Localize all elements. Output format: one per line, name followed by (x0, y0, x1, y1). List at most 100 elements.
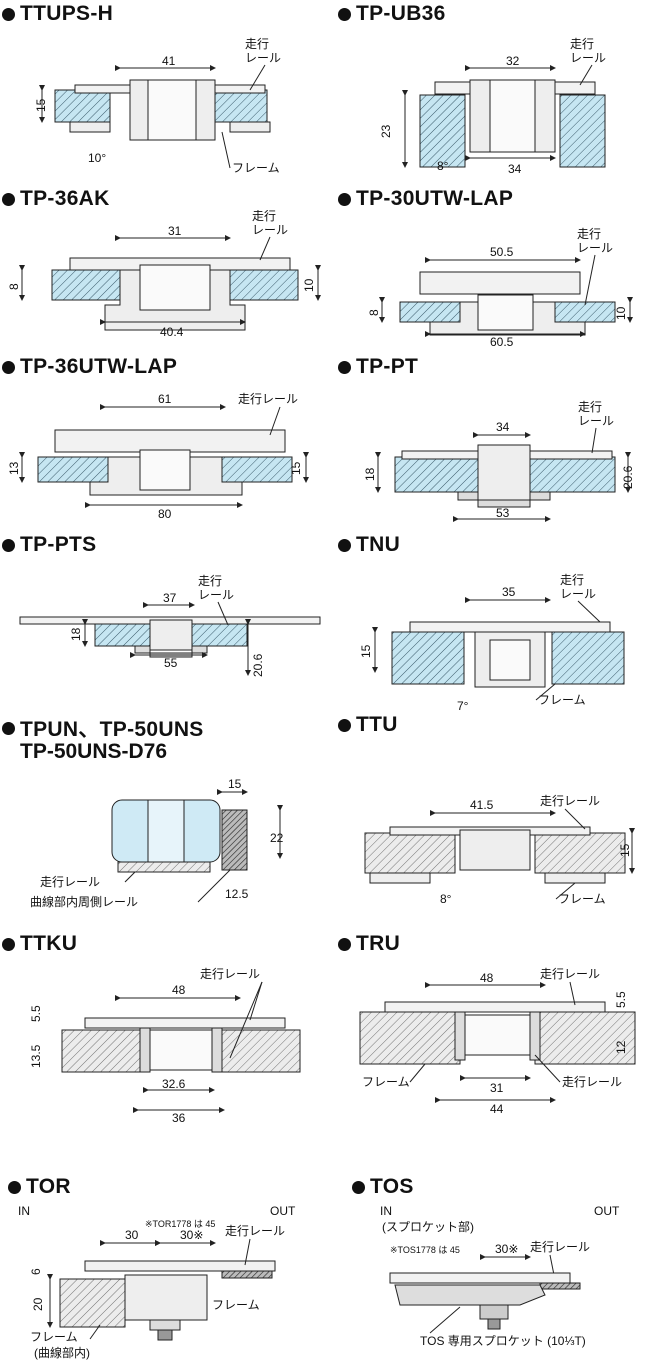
note: ※TOS1778 は 45 (390, 1245, 460, 1255)
dim-a: 30※ (495, 1242, 518, 1256)
dim-top: 32 (506, 54, 520, 68)
label-out: OUT (594, 1204, 620, 1218)
label-rail-top: 走行レール (540, 967, 600, 981)
label-frame: フレーム (362, 1075, 410, 1089)
dim-top: 48 (480, 971, 494, 985)
dim-height: 15 (34, 98, 48, 112)
rail-left (54, 89, 111, 123)
title-text: TP-36UTW-LAP (20, 355, 178, 378)
bullet-icon (338, 7, 351, 21)
label-rail: 走行レール (40, 875, 100, 889)
dim-right: 15 (618, 843, 632, 857)
label-rail: 走行レール (200, 967, 260, 981)
dim-width: 41 (162, 54, 176, 68)
title-text: TP-PTS (20, 533, 97, 556)
title-ttku: TTKU (2, 932, 77, 956)
title-text: TP-UB36 (356, 2, 446, 25)
diagram-tor: IN OUT ※TOR1778 は 45 30 30※ 6 20 走行レール フ… (18, 1204, 296, 1360)
dim-top: 37 (163, 591, 177, 605)
diagram-tos: IN OUT (スプロケット部) ※TOS1778 は 45 30※ 走行レール… (380, 1204, 620, 1348)
label-sprocket-part: (スプロケット部) (382, 1219, 474, 1234)
label-rail-bottom: 走行レール (562, 1075, 622, 1089)
dim-left: 8 (367, 309, 381, 316)
title-text: TTKU (20, 932, 78, 955)
dim-top: 61 (158, 392, 172, 406)
dim-angle: 8° (437, 159, 449, 173)
dim-left: 18 (363, 467, 377, 481)
dim-top: 34 (496, 420, 510, 434)
label-rail: 走行 (245, 37, 269, 51)
dim-left: 8 (7, 283, 21, 290)
label-sprocket: TOS 専用スプロケット (10⅓T) (420, 1334, 586, 1348)
dim-left: 13 (7, 461, 21, 475)
label-frame: フレーム (212, 1298, 260, 1312)
dim-left: 15 (359, 644, 373, 658)
bullet-icon (338, 192, 351, 206)
label-rail: レール (560, 587, 596, 601)
label-frame-curve: フレーム (30, 1330, 78, 1344)
dim-top: 41.5 (470, 798, 494, 812)
dim-top: 50.5 (490, 245, 514, 259)
label-rail: レール (198, 588, 234, 602)
dim-a: 30 (125, 1228, 139, 1242)
dim-bottom: 80 (158, 507, 172, 521)
label-rail: レール (245, 51, 281, 65)
dim-top: 15 (228, 777, 242, 791)
title-tp-ub36: TP-UB36 (338, 2, 446, 26)
dim-left: 18 (69, 627, 83, 641)
dim-bottom: 44 (490, 1102, 504, 1116)
bullet-icon (338, 937, 351, 951)
dim-right: 10 (302, 278, 316, 292)
dim-bottom: 55 (164, 656, 178, 670)
dim-bottom: 34 (508, 162, 522, 176)
dim-left-top: 5.5 (29, 1005, 43, 1022)
diagram-tp-pt: 34 18 20.6 53 走行 レール (363, 400, 635, 522)
dim-height: 23 (379, 124, 393, 138)
bullet-icon (338, 360, 351, 374)
running-rail (117, 861, 211, 873)
title-tp-pt: TP-PT (338, 355, 418, 379)
diagram-tp-36ak: 31 8 10 40.4 走行 レール (7, 210, 321, 339)
dim-top: 35 (502, 585, 516, 599)
title-text: TP-36AK (20, 187, 110, 210)
label-rail: 走行 (577, 227, 601, 241)
diagram-tnu: 35 15 7° 走行 レール フレーム (359, 573, 625, 713)
title-text: TOS (370, 1175, 414, 1198)
label-frame: フレーム (558, 892, 606, 906)
dim-angle: 10° (88, 151, 106, 165)
dim-inner: 31 (490, 1081, 504, 1095)
title-text: TTUPS-H (20, 2, 114, 25)
rail-right (211, 89, 268, 123)
title-ttu: TTU (338, 713, 398, 737)
label-rail: レール (577, 241, 613, 255)
title-tpun: TPUN、TP-50UNS (2, 713, 204, 743)
bullet-icon (8, 1180, 21, 1194)
label-in: IN (18, 1204, 30, 1218)
diagram-tru: 48 5.5 12 31 44 走行レール フレーム 走行レール (359, 967, 636, 1116)
bullet-icon (2, 192, 15, 206)
title-tp-36utw-lap: TP-36UTW-LAP (2, 355, 177, 379)
title-text: TNU (356, 533, 401, 556)
title-tnu: TNU (338, 533, 400, 557)
label-frame-curve: (曲線部内) (34, 1345, 90, 1360)
dim-right: 15 (289, 461, 303, 475)
label-frame: フレーム (232, 161, 280, 175)
title-ttups-h: TTUPS-H (2, 2, 113, 26)
dim-right-bottom: 12 (614, 1040, 628, 1054)
dim-inner: 32.6 (162, 1077, 186, 1091)
title-text: TP-30UTW-LAP (356, 187, 514, 210)
diagram-tpun: 15 22 12.5 走行レール 曲線部内周側レール (30, 777, 284, 909)
bullet-icon (2, 721, 15, 735)
label-rail: 走行レール (540, 794, 600, 808)
dim-bottom: 36 (172, 1111, 186, 1125)
label-rail: 走行 (578, 400, 602, 414)
note: ※TOR1778 は 45 (145, 1219, 215, 1229)
title-tp-36ak: TP-36AK (2, 187, 110, 211)
title-text: TOR (26, 1175, 71, 1198)
title-tp-30utw-lap: TP-30UTW-LAP (338, 187, 513, 211)
diagram-tp-ub36: 32 23 8° 34 走行 レール (379, 37, 606, 176)
label-in: IN (380, 1204, 392, 1218)
dim-bottom: 60.5 (490, 335, 514, 349)
bullet-icon (2, 538, 15, 552)
dim-right: 22 (270, 831, 284, 845)
